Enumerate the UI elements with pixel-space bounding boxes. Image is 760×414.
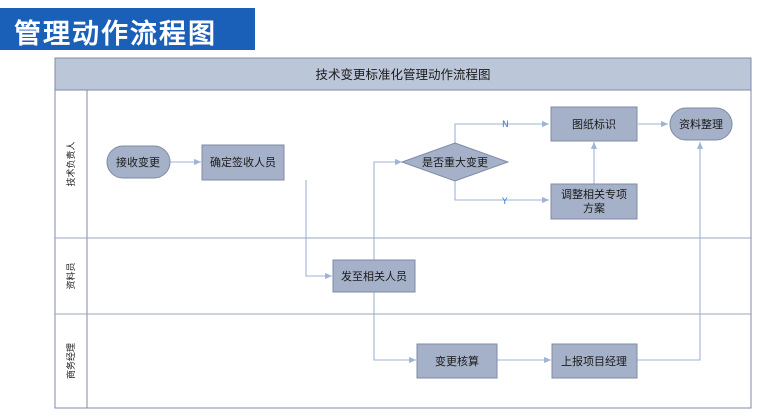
diagram-title: 技术变更标准化管理动作流程图 (315, 67, 490, 82)
page-title: 管理动作流程图 (14, 19, 217, 50)
lane-label-tech-lead: 技术负责人 (65, 141, 77, 186)
node-label-verify: 变更核算 (435, 354, 479, 368)
node-label-report: 上报项目经理 (561, 354, 627, 368)
node-send-to-staff (332, 259, 416, 293)
connector-decision-to-adjust (454, 181, 549, 204)
edge-label-yes: Y (501, 197, 508, 207)
node-label-decision: 是否重大变更 (422, 155, 488, 169)
lane-label-commercial-manager: 商务经理 (65, 343, 77, 379)
connector-report-to-archive (637, 142, 704, 361)
title-banner: 管理动作流程图 (0, 8, 255, 50)
node-adjust-plan (550, 183, 638, 220)
node-receive-change (106, 145, 171, 179)
node-confirm-recipients (201, 144, 285, 181)
node-drawing-mark (550, 106, 638, 142)
node-label-adjust-line1: 调整相关专项 (561, 187, 627, 201)
node-report-manager (551, 343, 638, 379)
node-label-confirm: 确定签收人员 (210, 155, 276, 169)
node-label-adjust-line2: 方案 (583, 201, 605, 215)
node-label-receive: 接收变更 (116, 155, 160, 169)
diagram-header (54, 57, 752, 91)
connector-send-to-decision (373, 158, 402, 260)
node-verify-change (416, 343, 498, 379)
connector-send-to-verify (373, 292, 416, 364)
lane-label-column (54, 89, 88, 409)
connector-confirm-to-send (305, 180, 332, 280)
node-label-send: 发至相关人员 (341, 269, 407, 283)
connector-decision-to-mark (454, 120, 549, 143)
node-decision-major-change (400, 142, 510, 182)
node-label-archive: 资料整理 (679, 117, 723, 131)
node-label-mark: 图纸标识 (572, 117, 616, 131)
lane-label-data-clerk: 资料员 (65, 262, 77, 289)
edge-label-no: N (502, 120, 509, 130)
diagram-frame (54, 57, 752, 409)
node-archive-docs (669, 107, 733, 141)
